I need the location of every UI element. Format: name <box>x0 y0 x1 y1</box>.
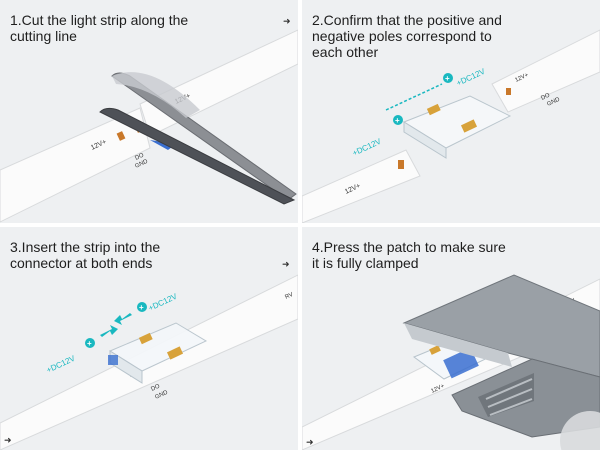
solder-pad-icon <box>116 131 126 141</box>
strip-label-do: DO <box>540 92 551 101</box>
connector-base-edge <box>443 347 479 379</box>
insert-arrow-icon <box>114 313 132 325</box>
step-2-panel: 2.Confirm that the positive and negative… <box>302 0 600 223</box>
dc12v-callout-left: +DC12V <box>45 354 77 375</box>
insert-strip-illustration: ➜ ➜ RV 12V+ DO GND + + +DC12V +DC12V <box>0 259 298 450</box>
strip-label-12v: 12V+ <box>514 72 530 84</box>
arrow-marker-icon: ➜ <box>282 259 290 269</box>
confirm-poles-illustration: 12V+ DO GND 12V+ + + +DC12V +DC12V <box>302 29 600 223</box>
scissor-shine <box>112 72 200 118</box>
plus-badge-icon <box>85 338 95 348</box>
step-1-panel: 1.Cut the light strip along the cutting … <box>0 0 298 223</box>
step-2-caption: 2.Confirm that the positive and negative… <box>312 12 502 60</box>
alignment-dashed-line <box>385 83 443 111</box>
dc12v-callout-right: +DC12V <box>147 292 179 313</box>
strip-label-gnd: GND <box>134 158 149 169</box>
contact-pin-icon <box>426 103 441 116</box>
step-4-panel: 4.Press the patch to make sure it is ful… <box>302 227 600 450</box>
pliers-upper-jaw-icon <box>402 274 600 378</box>
strip-label-12v: 12V+ <box>430 383 446 395</box>
solder-pad-icon <box>398 160 404 169</box>
pliers-pivot-icon <box>560 411 600 450</box>
dc12v-callout-right: +DC12V <box>455 67 487 88</box>
cut-illustration: ➜ 12V+ 12V+ DO GND <box>0 16 298 223</box>
step-3-panel: 3.Insert the strip into the connector at… <box>0 227 298 450</box>
strip-label-gnd: GND <box>154 389 169 400</box>
arrow-marker-icon: ➜ <box>283 16 291 26</box>
contact-pin-icon <box>460 119 478 133</box>
plus-glyph: + <box>87 339 92 348</box>
plus-glyph: + <box>445 74 450 83</box>
contact-pin-icon <box>429 345 441 355</box>
clamp-illustration: ➜ RV 12V+ <box>302 274 600 450</box>
insert-arrow-icon <box>100 325 118 337</box>
connector-side <box>403 121 447 159</box>
arrow-marker-icon: ➜ <box>4 435 12 445</box>
left-strip-segment <box>302 149 421 223</box>
step-3-caption: 3.Insert the strip into the connector at… <box>10 239 161 271</box>
dc12v-callout-left: +DC12V <box>351 137 383 158</box>
cut-edge-highlight <box>150 140 176 150</box>
strip-label-rv: RV <box>284 292 294 301</box>
lower-strip-segment <box>0 107 151 223</box>
solder-pad-icon <box>506 88 511 95</box>
step-4-caption: 4.Press the patch to make sure it is ful… <box>312 239 506 271</box>
right-strip-segment <box>491 29 600 113</box>
arrow-marker-icon: ➜ <box>306 437 314 447</box>
plus-glyph: + <box>139 303 144 312</box>
strip-label-do: DO <box>150 383 161 392</box>
strip-label-do: DO <box>134 152 145 161</box>
connector-base-edge <box>108 355 118 365</box>
plus-badge-icon <box>443 73 453 83</box>
strip-label-gnd: GND <box>546 96 561 107</box>
step-1-caption: 1.Cut the light strip along the cutting … <box>10 12 189 44</box>
contact-pin-icon <box>166 346 184 360</box>
pliers-jaw-face <box>404 323 512 367</box>
contact-pin-icon <box>138 332 153 345</box>
plus-badge-icon <box>137 302 147 312</box>
scissor-blade-lower-icon <box>99 107 296 205</box>
plus-glyph: + <box>395 116 400 125</box>
plus-badge-icon <box>393 115 403 125</box>
